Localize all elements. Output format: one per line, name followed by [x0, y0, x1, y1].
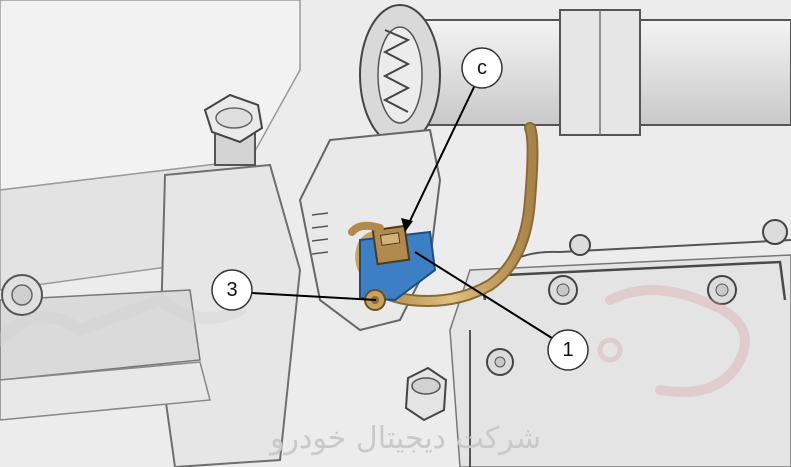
- callout-1: 1: [547, 329, 589, 371]
- sensor-connector: [348, 221, 411, 266]
- callout-c-label: c: [477, 57, 487, 79]
- bolt-top-left: [203, 93, 264, 166]
- lower-rail: [0, 289, 201, 381]
- leader-line-3: [233, 291, 377, 301]
- leader-line-1: [414, 251, 564, 346]
- watermark-logo-swoosh: [605, 285, 750, 397]
- leader-arrow-c: [401, 218, 413, 232]
- bolt-right-3: [486, 348, 514, 376]
- bolt-left: [1, 274, 43, 316]
- watermark-logo-left: [0, 293, 246, 346]
- camshaft: [359, 4, 791, 146]
- bolt-right-2: [707, 275, 737, 305]
- leader-line-c: [407, 84, 476, 226]
- bolt-right-1: [548, 275, 578, 305]
- sensor-pipe: [366, 124, 537, 305]
- callout-c: c: [461, 47, 503, 89]
- callout-3: 3: [211, 269, 253, 311]
- watermark: [0, 285, 750, 397]
- callout-3-label: 3: [226, 279, 237, 301]
- watermark-logo-dot: [597, 337, 623, 363]
- right-housing: [449, 254, 791, 467]
- callout-1-label: 1: [562, 339, 573, 361]
- bolt-right-4: [762, 219, 788, 245]
- bolt-right-5: [569, 234, 591, 256]
- watermark-text: شرکت دیجیتال خودرو: [268, 421, 541, 456]
- flange-ribs: [311, 212, 329, 255]
- lower-rail-edge: [0, 361, 211, 421]
- bolt-bottom: [404, 366, 448, 422]
